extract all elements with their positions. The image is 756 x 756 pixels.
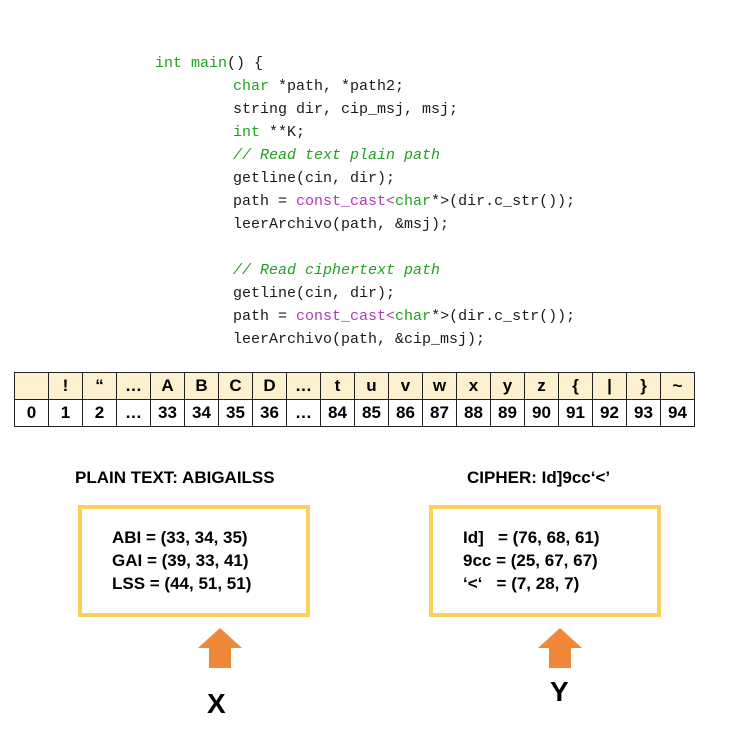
table-cell-char: z <box>524 372 559 400</box>
code-text: < <box>386 193 396 210</box>
table-cell-code: 1 <box>48 399 83 427</box>
table-cell-char: “ <box>82 372 117 400</box>
table-cell-char: A <box>150 372 185 400</box>
table-cell-char: ~ <box>660 372 695 400</box>
table-cell-char: { <box>558 372 593 400</box>
code-comment-1: // Read text plain path <box>233 147 441 164</box>
table-cell-char: } <box>626 372 661 400</box>
code-line-5: path = const_cast<char*>(dir.c_str()); <box>155 190 575 213</box>
table-cell-char: t <box>320 372 355 400</box>
table-cell-code: 33 <box>150 399 185 427</box>
table-cell-char <box>14 372 49 400</box>
cipher-row-2: 9cc = (25, 67, 67) <box>463 551 598 570</box>
code-snippet: int main() { char *path, *path2; string … <box>155 52 575 351</box>
table-cell-code: 90 <box>524 399 559 427</box>
code-line-8: path = const_cast<char*>(dir.c_str()); <box>155 305 575 328</box>
code-text: path = <box>233 308 297 325</box>
cipher-box: Id] = (76, 68, 61) 9cc = (25, 67, 67) ‘<… <box>429 505 661 617</box>
code-line-6: leerArchivo(path, &msj); <box>233 216 450 233</box>
code-text: *>(dir.c_str()); <box>431 193 576 210</box>
code-text: path = <box>233 193 297 210</box>
table-cell-code: 93 <box>626 399 661 427</box>
table-cell-char: y <box>490 372 525 400</box>
table-cell-char: D <box>252 372 287 400</box>
table-cell-char: v <box>388 372 423 400</box>
code-text: **K; <box>269 124 306 141</box>
code-line-1: char *path, *path2; <box>155 75 575 98</box>
plain-row-3: LSS = (44, 51, 51) <box>112 574 252 593</box>
keyword-char: char <box>395 193 432 210</box>
keyword-int: int <box>155 55 183 72</box>
code-text: *>(dir.c_str()); <box>431 308 576 325</box>
up-arrow-icon <box>198 628 242 668</box>
cipher-row-3: ‘<‘ = (7, 28, 7) <box>463 574 580 593</box>
table-cell-char: … <box>286 372 321 400</box>
table-cell-code: … <box>116 399 151 427</box>
variable-y-label: Y <box>550 676 569 707</box>
table-cell-code: 35 <box>218 399 253 427</box>
table-cell-char: B <box>184 372 219 400</box>
table-cell-code: 88 <box>456 399 491 427</box>
code-blank-line <box>155 236 575 259</box>
table-cell-code: 0 <box>14 399 49 427</box>
table-cell-code: 84 <box>320 399 355 427</box>
code-const-cast: const_cast <box>296 193 387 210</box>
plain-row-1: ABI = (33, 34, 35) <box>112 528 248 547</box>
table-cell-char: w <box>422 372 457 400</box>
table-cell-code: … <box>286 399 321 427</box>
table-cell-code: 34 <box>184 399 219 427</box>
table-cell-char: ! <box>48 372 83 400</box>
code-text: *path, *path2; <box>278 78 405 95</box>
plain-text-heading: PLAIN TEXT: ABIGAILSS <box>75 468 275 487</box>
code-line-7: getline(cin, dir); <box>233 285 396 302</box>
keyword-main: main <box>191 55 228 72</box>
table-cell-code: 36 <box>252 399 287 427</box>
code-line-main: int main() { <box>155 55 264 72</box>
table-cell-char: u <box>354 372 389 400</box>
cipher-heading: CIPHER: Id]9cc‘<’ <box>467 468 611 487</box>
plain-text-box: ABI = (33, 34, 35) GAI = (39, 33, 41) LS… <box>78 505 310 617</box>
table-cell-char: C <box>218 372 253 400</box>
table-cell-code: 86 <box>388 399 423 427</box>
table-cell-char: x <box>456 372 491 400</box>
table-cell-code: 94 <box>660 399 695 427</box>
code-line-3: int **K; <box>155 121 575 144</box>
table-cell-code: 87 <box>422 399 457 427</box>
table-cell-char: … <box>116 372 151 400</box>
keyword-char: char <box>395 308 432 325</box>
code-comment-2: // Read ciphertext path <box>233 262 441 279</box>
code-const-cast: const_cast <box>296 308 387 325</box>
table-cell-code: 85 <box>354 399 389 427</box>
cipher-row-1: Id] = (76, 68, 61) <box>463 528 600 547</box>
table-cell-char: | <box>592 372 627 400</box>
table-cell-code: 92 <box>592 399 627 427</box>
table-cell-code: 91 <box>558 399 593 427</box>
keyword-int: int <box>233 124 261 141</box>
variable-x-label: X <box>207 688 226 719</box>
code-text: < <box>386 308 396 325</box>
up-arrow-icon <box>538 628 582 668</box>
table-cell-code: 89 <box>490 399 525 427</box>
code-line-4: getline(cin, dir); <box>233 170 396 187</box>
keyword-char: char <box>233 78 270 95</box>
code-line-9: leerArchivo(path, &cip_msj); <box>233 331 486 348</box>
table-cell-code: 2 <box>82 399 117 427</box>
code-line-2: string dir, cip_msj, msj; <box>233 101 459 118</box>
plain-row-2: GAI = (39, 33, 41) <box>112 551 249 570</box>
